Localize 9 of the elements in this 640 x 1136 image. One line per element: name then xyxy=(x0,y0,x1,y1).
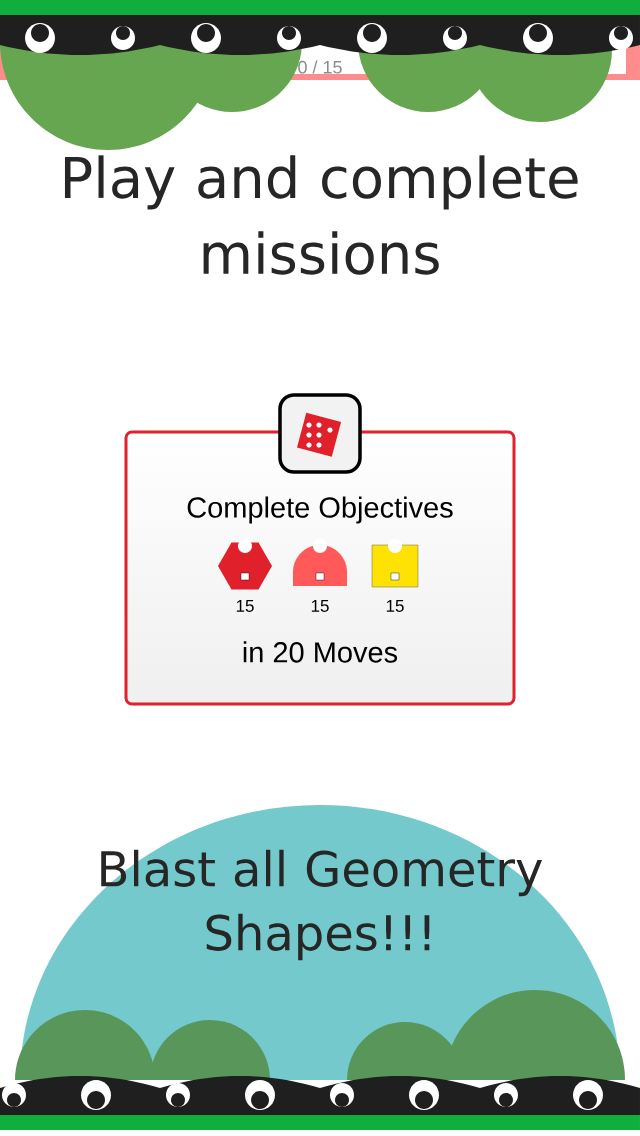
square-icon xyxy=(371,539,419,588)
count-label: 15 xyxy=(386,600,404,612)
hexagon-icon xyxy=(218,539,272,590)
title: Play and complete missions xyxy=(64,155,578,275)
dice-icon xyxy=(278,393,362,474)
count-label: 15 xyxy=(236,600,254,612)
dome-icon xyxy=(293,539,347,586)
progress-label: 0 / 15 xyxy=(298,60,342,74)
count-label: 15 xyxy=(311,600,329,612)
